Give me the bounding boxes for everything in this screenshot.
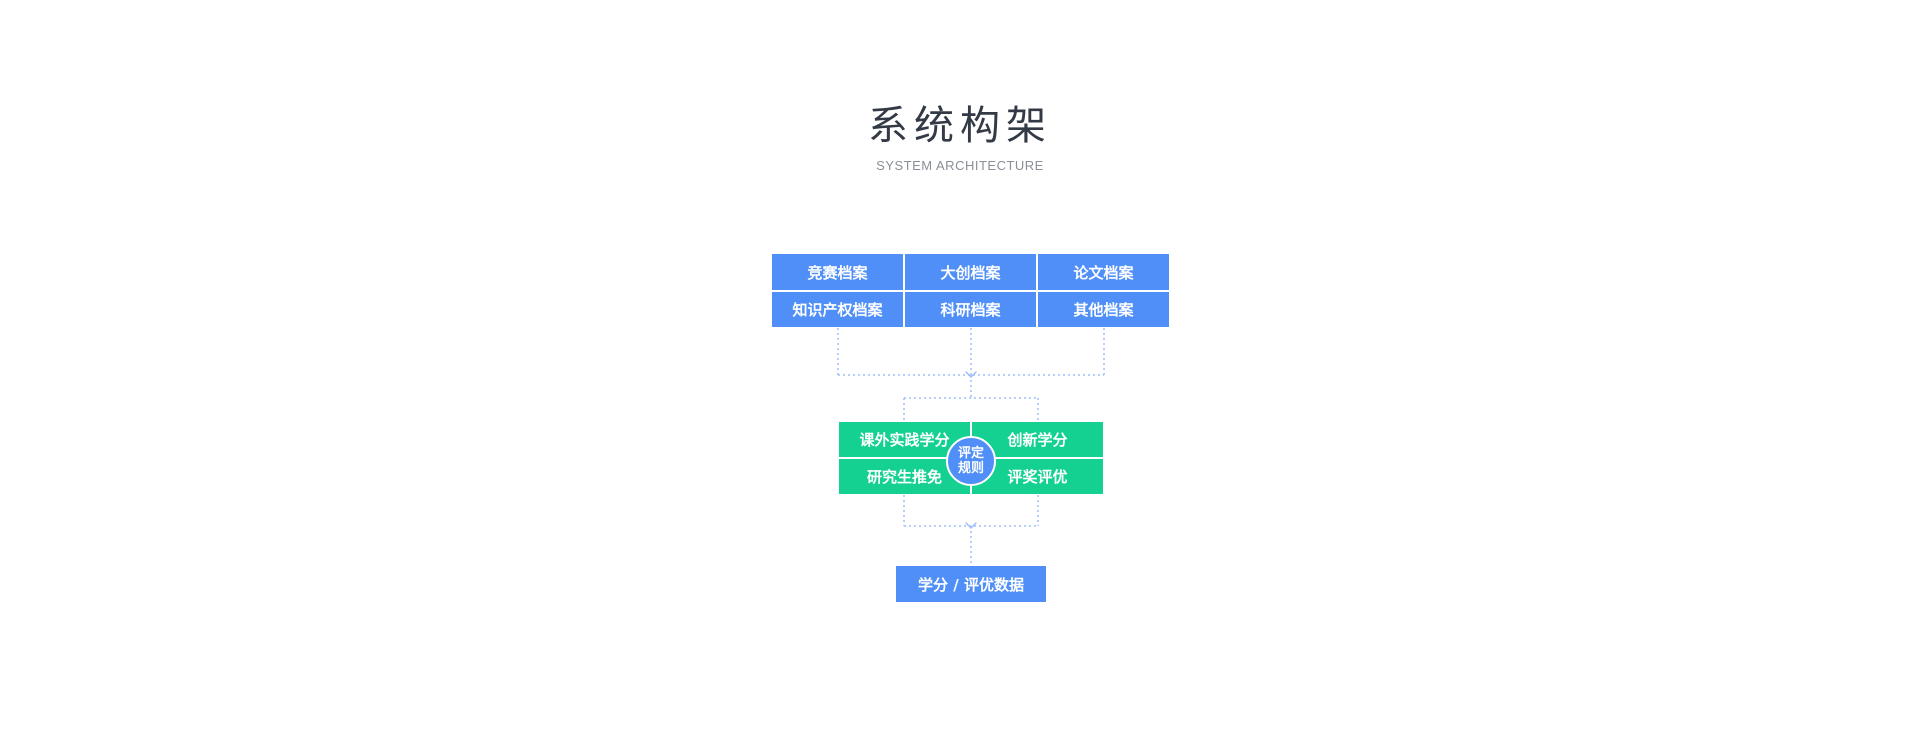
chevron-down-icon — [965, 522, 977, 530]
page-subtitle: SYSTEM ARCHITECTURE — [876, 158, 1044, 173]
archive-research: 科研档案 — [905, 292, 1036, 327]
chevron-down-icon — [965, 371, 977, 379]
badge-line-2: 规则 — [957, 461, 984, 476]
page-title: 系统构架 — [868, 103, 1052, 149]
archive-ip: 知识产权档案 — [772, 292, 903, 327]
badge-line-1: 评定 — [957, 446, 984, 461]
archive-innovation: 大创档案 — [905, 254, 1036, 290]
output-credit-data: 学分 / 评优数据 — [896, 566, 1046, 602]
archive-other: 其他档案 — [1038, 292, 1169, 327]
evaluation-rules-badge: 评定 规则 — [946, 436, 996, 486]
archive-competition: 竞赛档案 — [772, 254, 903, 290]
archive-paper: 论文档案 — [1038, 254, 1169, 290]
